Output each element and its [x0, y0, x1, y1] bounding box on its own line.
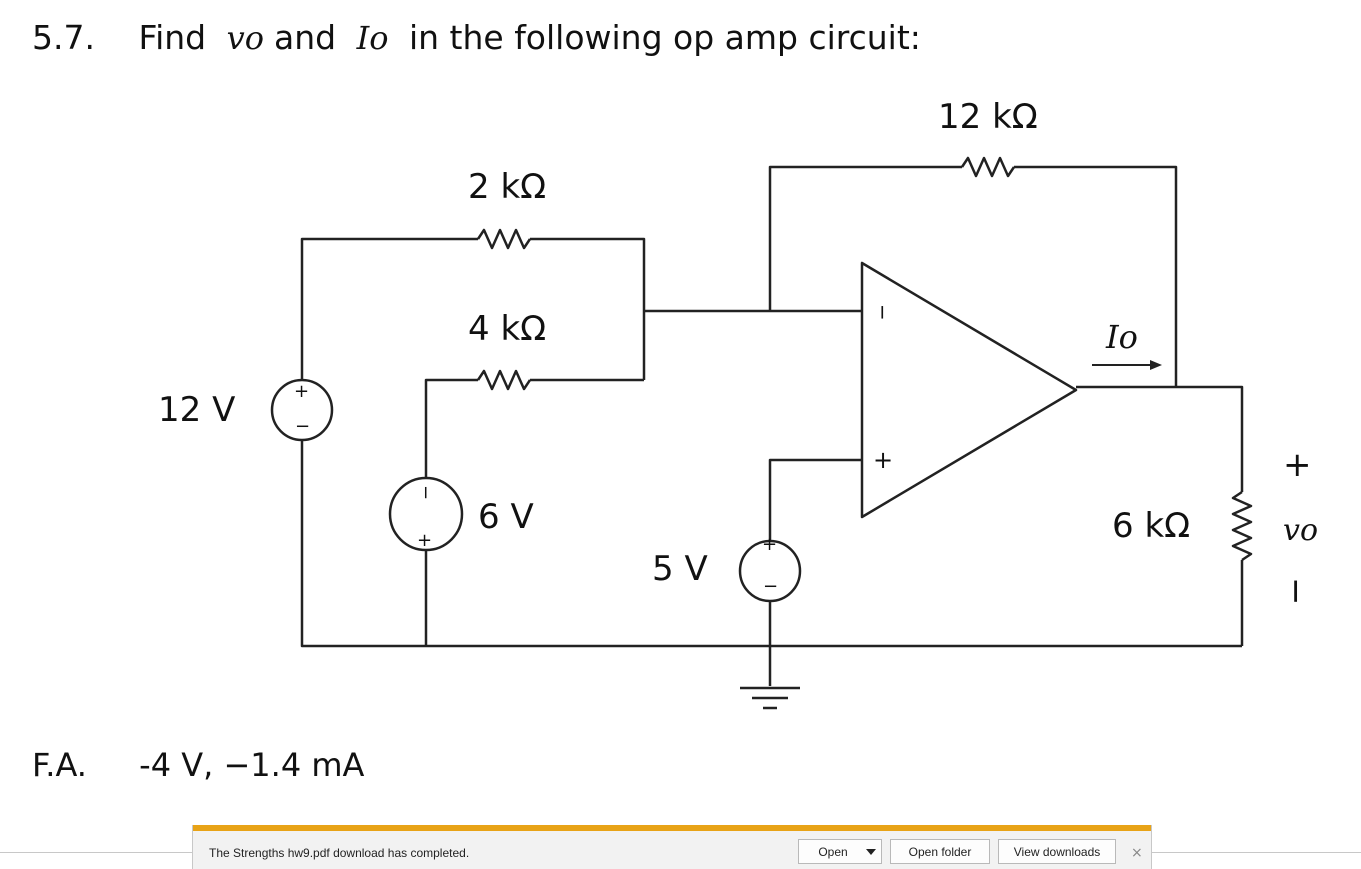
- download-notification-bar: The Strengths hw9.pdf download has compl…: [192, 825, 1152, 869]
- answer-value: -4 V, −1.4 mA: [139, 746, 365, 784]
- wire-2k-right: [530, 237, 646, 380]
- resistor-6k: [1231, 490, 1253, 562]
- label-5v: 5 V: [652, 549, 708, 589]
- open-button[interactable]: Open: [798, 839, 868, 864]
- wire-left: [300, 237, 478, 380]
- label-r-load: 6 kΩ: [1112, 506, 1190, 546]
- open-dropdown-button[interactable]: [860, 839, 882, 864]
- label-vo: vo: [1283, 513, 1318, 548]
- view-downloads-button[interactable]: View downloads: [998, 839, 1116, 864]
- download-bar-accent: [193, 825, 1151, 831]
- problem-rest: in the following op amp circuit:: [408, 18, 921, 57]
- op-amp: [860, 261, 1078, 519]
- label-r-mid: 4 kΩ: [468, 309, 546, 349]
- opamp-minus: −: [871, 304, 895, 321]
- final-answer: F.A. -4 V, −1.4 mA: [32, 746, 364, 784]
- plus-12v: +: [294, 381, 309, 402]
- label-12v: 12 V: [158, 390, 235, 430]
- wire-output: [1076, 385, 1244, 492]
- label-r-feedback: 12 kΩ: [938, 97, 1038, 137]
- label-r-top: 2 kΩ: [468, 167, 546, 207]
- source-12v: [270, 378, 334, 442]
- plus-6v: +: [417, 530, 432, 551]
- minus-12v: −: [295, 416, 310, 437]
- resistor-4k: [476, 369, 532, 391]
- var-io: Io: [356, 19, 389, 57]
- dropdown-arrow-icon: [865, 848, 876, 855]
- minus-5v: −: [763, 576, 778, 597]
- wire-feedback: [768, 165, 962, 311]
- plus-vo: +: [1283, 445, 1312, 485]
- resistor-12k: [960, 156, 1016, 178]
- minus-vo: −: [1276, 577, 1316, 606]
- open-folder-button[interactable]: Open folder: [890, 839, 990, 864]
- download-message: The Strengths hw9.pdf download has compl…: [209, 846, 470, 860]
- var-vo: vo: [226, 19, 264, 57]
- wire-feedback-right: [1014, 165, 1178, 387]
- and-word: and: [273, 18, 337, 57]
- resistor-2k: [476, 228, 532, 250]
- wire-noninv: [768, 458, 862, 541]
- answer-label: F.A.: [32, 746, 87, 784]
- source-6v: [388, 476, 464, 552]
- wire-bottom: [300, 440, 1242, 648]
- problem-number: 5.7.: [32, 18, 95, 57]
- label-6v: 6 V: [478, 497, 534, 537]
- wire-6v-up: [424, 378, 478, 478]
- plus-5v: +: [762, 534, 777, 555]
- close-icon[interactable]: ×: [1131, 845, 1143, 861]
- minus-6v: −: [415, 485, 436, 500]
- find-word: Find: [138, 18, 207, 57]
- label-io: Io: [1105, 318, 1138, 356]
- current-arrow-head: [1150, 360, 1162, 370]
- opamp-plus: +: [873, 446, 893, 474]
- source-5v: [738, 539, 802, 603]
